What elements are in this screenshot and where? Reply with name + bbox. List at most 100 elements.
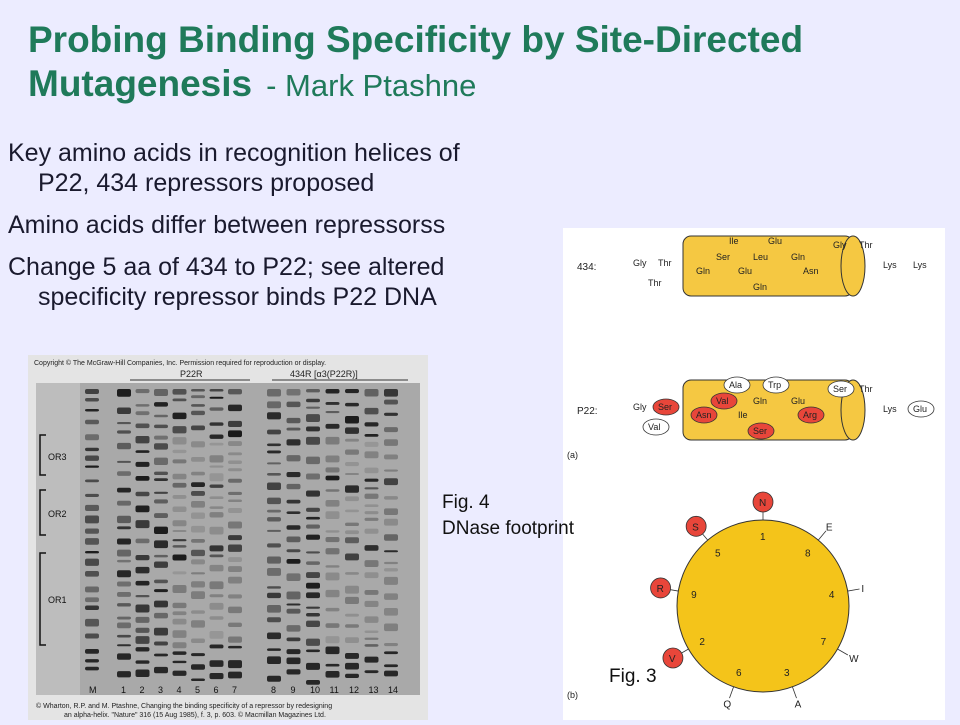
lane-label: 9 xyxy=(291,685,296,695)
gel-band xyxy=(172,545,187,548)
gel-band xyxy=(267,401,281,409)
gel-band xyxy=(286,558,301,564)
residue-label: Leu xyxy=(753,252,768,262)
gel-band xyxy=(228,557,242,563)
or3-label: OR3 xyxy=(48,452,67,462)
gel-band xyxy=(267,529,281,532)
gel-band xyxy=(345,613,359,617)
gel-band xyxy=(209,644,224,649)
lane-label: 11 xyxy=(330,685,339,695)
wheel-residue: V xyxy=(669,654,676,665)
bullet-line: Amino acids differ between repressorss xyxy=(8,211,446,239)
gel-band xyxy=(228,606,242,614)
gel-band xyxy=(325,572,340,581)
gel-band xyxy=(135,520,150,529)
residue-label: Glu xyxy=(913,404,927,414)
gel-band xyxy=(191,482,205,487)
residue-circle xyxy=(762,376,790,394)
gel-band xyxy=(135,411,150,416)
gel-band xyxy=(384,642,398,647)
gel-band xyxy=(209,422,224,426)
gel-band xyxy=(117,616,131,620)
lane-label: 4 xyxy=(177,685,182,695)
gel-band xyxy=(306,436,320,445)
gel-band xyxy=(154,526,168,534)
gel-band xyxy=(191,471,205,476)
gel-band xyxy=(209,660,224,667)
gel-group-right: 434R [α3(P22R)] xyxy=(290,369,358,379)
gel-band xyxy=(172,437,187,445)
wheel-residue: R xyxy=(657,584,664,595)
gel-band xyxy=(306,534,320,540)
gel-citation-2: an alpha-helix. "Nature" 316 (15 Aug 198… xyxy=(64,711,326,719)
gel-band xyxy=(135,491,150,497)
title-main: Probing Binding Specificity by Site-Dire… xyxy=(28,19,804,104)
gel-band xyxy=(267,482,281,490)
gel-band xyxy=(345,416,359,424)
gel-band xyxy=(135,636,150,644)
gel-band xyxy=(364,504,379,508)
gel-band xyxy=(384,670,398,677)
gel-band xyxy=(209,407,224,411)
gel-band xyxy=(209,564,224,572)
gel-band xyxy=(228,660,242,669)
gel-band xyxy=(384,568,398,572)
gel-band xyxy=(85,389,99,394)
residue-circle xyxy=(652,398,680,416)
gel-band xyxy=(154,389,168,396)
gel-band xyxy=(228,441,242,446)
gel-band xyxy=(345,402,359,407)
gel-band xyxy=(172,584,187,593)
gel-band xyxy=(154,478,168,482)
gel-band xyxy=(325,646,340,655)
gel-band xyxy=(154,600,168,608)
gel-band xyxy=(345,572,359,575)
gel-band xyxy=(345,673,359,679)
gel-band xyxy=(228,460,242,464)
residue-label: Lys xyxy=(883,260,897,270)
gel-band xyxy=(117,471,131,476)
residue-label: Thr xyxy=(859,240,873,250)
gel-band xyxy=(325,499,340,507)
gel-band xyxy=(154,641,168,646)
gel-band xyxy=(345,637,359,643)
gel-band xyxy=(209,554,224,558)
gel-bands xyxy=(85,389,398,685)
fig4-caption: Fig. 4 DNase footprint xyxy=(442,490,574,542)
bullet-item: Change 5 aa of 434 to P22; see altered s… xyxy=(8,252,608,312)
wheel-position: 5 xyxy=(715,548,721,559)
gel-band xyxy=(286,439,301,446)
residue-label: Ser xyxy=(833,384,847,394)
residue-label: Ser xyxy=(753,426,767,436)
residue-label: Glu xyxy=(791,396,805,406)
gel-band xyxy=(117,538,131,545)
fig4-title: Fig. 4 xyxy=(442,492,490,513)
gel-band xyxy=(364,389,379,397)
gel-band xyxy=(154,424,168,429)
gel-band xyxy=(191,572,205,575)
gel-band xyxy=(191,610,205,614)
helical-wheel xyxy=(676,519,850,693)
gel-band xyxy=(191,500,205,508)
residue-label: Glu xyxy=(738,266,752,276)
lane-label: 14 xyxy=(388,685,398,695)
gel-band xyxy=(117,460,131,463)
gel-band xyxy=(364,511,379,515)
gel-band xyxy=(85,409,99,412)
gel-band xyxy=(267,567,281,576)
lane-label: 13 xyxy=(369,685,379,695)
gel-band xyxy=(364,487,379,490)
gel-band xyxy=(172,651,187,655)
gel-band xyxy=(191,559,205,565)
gel-band xyxy=(191,512,205,519)
gel-band xyxy=(267,605,281,613)
gel-band xyxy=(85,550,99,554)
gel-band xyxy=(286,637,301,642)
gel-band xyxy=(117,422,131,425)
gel-band xyxy=(325,530,340,533)
gel-band xyxy=(172,495,187,499)
bullet-line: P22, 434 repressors proposed xyxy=(38,169,375,197)
gel-band xyxy=(209,616,224,620)
gel-band xyxy=(85,633,99,639)
